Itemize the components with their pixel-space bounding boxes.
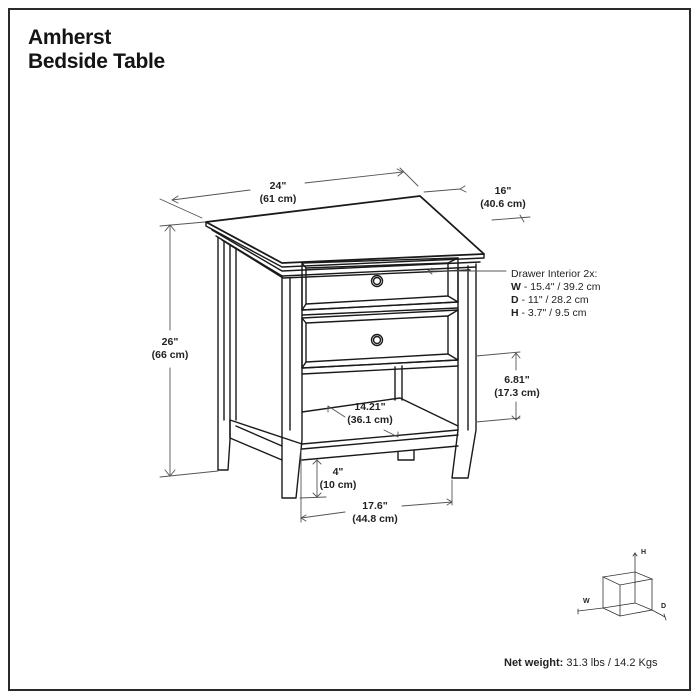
product-name: Amherst	[28, 26, 112, 49]
height-imperial: 26"	[161, 336, 179, 348]
shelf-opening-dimension-label: 6.81" (17.3 cm)	[488, 374, 546, 400]
shelf-opening-metric: (17.3 cm)	[494, 387, 540, 399]
drawer-width-key: W	[511, 281, 521, 293]
shelf-depth-metric: (36.1 cm)	[347, 414, 393, 426]
depth-dimension-label: 16" (40.6 cm)	[470, 185, 536, 211]
drawer-interior-width: W - 15.4" / 39.2 cm	[511, 281, 601, 294]
drawer-depth-key: D	[511, 294, 519, 306]
drawer-height-value: - 3.7" / 9.5 cm	[518, 307, 587, 319]
shelf-opening-imperial: 6.81"	[504, 374, 530, 386]
shelf-depth-imperial: 14.21"	[354, 401, 386, 413]
drawer-interior-height: H - 3.7" / 9.5 cm	[511, 307, 601, 320]
drawer-interior-callout: Drawer Interior 2x: W - 15.4" / 39.2 cm …	[511, 268, 601, 320]
depth-imperial: 16"	[494, 185, 512, 197]
net-weight: Net weight: 31.3 lbs / 14.2 Kgs	[504, 657, 657, 669]
drawer-interior-heading: Drawer Interior 2x:	[511, 268, 598, 280]
product-type: Bedside Table	[28, 50, 165, 73]
axis-h-label: H	[641, 549, 647, 556]
drawer-height-key: H	[511, 307, 519, 319]
depth-metric: (40.6 cm)	[480, 198, 526, 210]
axis-d-label: D	[661, 603, 667, 610]
width-metric: (61 cm)	[259, 193, 297, 205]
net-weight-value: 31.3 lbs / 14.2 Kgs	[563, 657, 658, 669]
inner-width-dimension-label: 17.6" (44.8 cm)	[344, 500, 406, 526]
drawer-depth-value: - 11" / 28.2 cm	[518, 294, 589, 306]
net-weight-label: Net weight:	[504, 657, 564, 669]
inner-width-metric: (44.8 cm)	[352, 513, 398, 525]
leg-clearance-imperial: 4"	[332, 466, 344, 478]
diagram-frame	[8, 8, 691, 691]
height-metric: (66 cm)	[151, 349, 189, 361]
drawer-width-value: - 15.4" / 39.2 cm	[520, 281, 601, 293]
width-dimension-label: 24" (61 cm)	[248, 180, 308, 206]
height-dimension-label: 26" (66 cm)	[140, 336, 200, 362]
product-title: Amherst Bedside Table	[28, 26, 165, 74]
width-imperial: 24"	[269, 180, 287, 192]
shelf-depth-dimension-label: 14.21" (36.1 cm)	[340, 401, 400, 427]
leg-clearance-dimension-label: 4" (10 cm)	[318, 466, 358, 492]
axis-w-label: W	[583, 598, 590, 605]
drawer-interior-depth: D - 11" / 28.2 cm	[511, 294, 601, 307]
inner-width-imperial: 17.6"	[362, 500, 388, 512]
leg-clearance-metric: (10 cm)	[319, 479, 357, 491]
